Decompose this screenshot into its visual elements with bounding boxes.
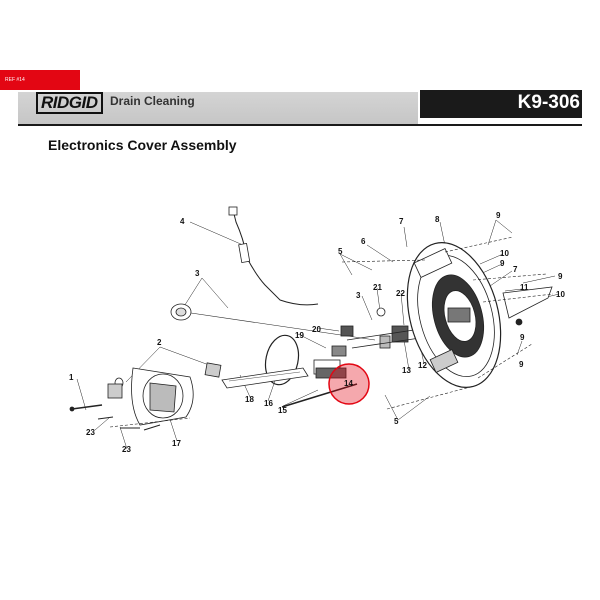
callout-5-bottom: 5 [394, 417, 399, 426]
callout-20: 20 [312, 325, 321, 334]
callout-22: 22 [396, 289, 405, 298]
callout-1: 1 [69, 373, 74, 382]
callout-10-right: 10 [556, 290, 565, 299]
callout-14: 14 [344, 379, 353, 388]
callout-7-right: 7 [513, 265, 518, 274]
page-title: Electronics Cover Assembly [48, 137, 237, 153]
model-number: K9-306 [517, 92, 580, 113]
callout-23-top: 23 [86, 428, 95, 437]
brand-logo: RIDGID [36, 92, 103, 114]
header-underline [18, 124, 582, 126]
callout-9-d: 9 [520, 333, 525, 342]
callout-3-left: 3 [195, 269, 200, 278]
callout-15: 15 [278, 406, 287, 415]
callout-18: 18 [245, 395, 254, 404]
header-title: Drain Cleaning [110, 94, 195, 108]
callout-9-c: 9 [558, 272, 563, 281]
callout-21: 21 [373, 283, 382, 292]
callout-16: 16 [264, 399, 273, 408]
callout-9-a: 9 [496, 211, 501, 220]
callout-7-top: 7 [399, 217, 404, 226]
callout-17: 17 [172, 439, 181, 448]
callout-12: 12 [418, 361, 427, 370]
screw-axes [109, 236, 554, 428]
callout-10-top: 10 [500, 249, 509, 258]
callout-9-e: 9 [519, 360, 524, 369]
callout-6: 6 [361, 237, 366, 246]
ref-tag: REF #14 [0, 70, 80, 90]
callout-2: 2 [157, 338, 162, 347]
highlight-ring [328, 363, 370, 405]
callout-labels: 4 3 2 1 23 23 17 18 16 15 19 20 14 5 6 3… [69, 211, 565, 454]
callout-5-top: 5 [338, 247, 343, 256]
callout-9-b: 9 [500, 259, 505, 268]
callout-19: 19 [295, 331, 304, 340]
callout-3-right: 3 [356, 291, 361, 300]
callout-11: 11 [520, 283, 529, 292]
callout-4: 4 [180, 217, 185, 226]
callout-13: 13 [402, 366, 411, 375]
model-banner [420, 90, 582, 118]
callout-23-bottom: 23 [122, 445, 131, 454]
callout-8: 8 [435, 215, 440, 224]
diagram-artwork [69, 206, 560, 450]
